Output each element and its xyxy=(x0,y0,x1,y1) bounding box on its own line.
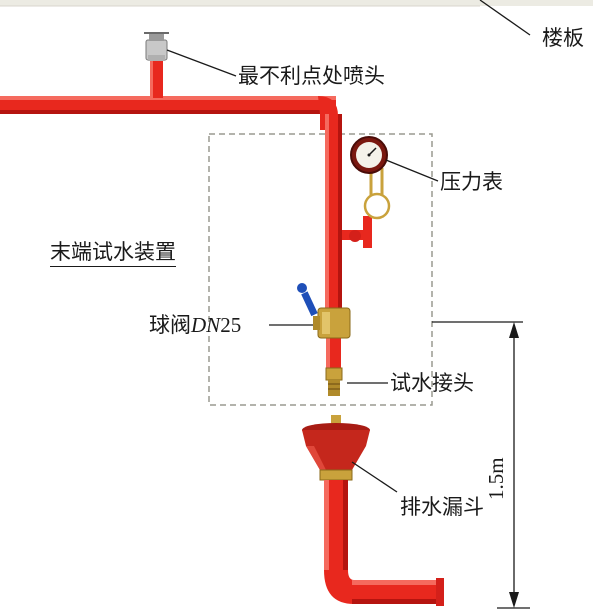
test-connector-label: 试水接头 xyxy=(390,371,474,395)
height-dimension-label: 1.5m xyxy=(484,457,508,500)
ball-valve-dn: DN xyxy=(191,313,221,337)
ball-valve-label: 球阀DN25 xyxy=(149,315,241,336)
height-dimension xyxy=(432,321,530,609)
sprinkler-head-icon xyxy=(144,32,169,61)
ball-valve-size: 25 xyxy=(220,313,242,337)
sprinkler-riser xyxy=(150,60,163,98)
pressure-gauge-icon xyxy=(350,136,388,174)
ball-valve-prefix: 球阀 xyxy=(149,313,191,337)
floor-slab xyxy=(0,0,593,7)
pressure-gauge-label: 压力表 xyxy=(440,170,503,194)
gauge-branch xyxy=(342,162,391,248)
test-device-enclosure xyxy=(208,133,433,406)
drain-funnel-leader xyxy=(351,461,398,493)
floor-slab-leader xyxy=(479,0,531,36)
end-test-device-label: 末端试水装置 xyxy=(50,242,176,267)
sprinkler-leader xyxy=(166,49,237,77)
floor-slab-label: 楼板 xyxy=(542,26,584,50)
ball-valve-icon xyxy=(297,283,351,339)
main-pipe xyxy=(0,96,338,130)
gauge-leader xyxy=(385,159,439,182)
test-connector-icon xyxy=(325,367,343,396)
drain-funnel-label: 排水漏斗 xyxy=(400,495,484,519)
sprinkler-label: 最不利点处喷头 xyxy=(238,64,385,88)
drain-funnel-icon xyxy=(302,415,444,606)
drop-pipe xyxy=(325,114,342,370)
